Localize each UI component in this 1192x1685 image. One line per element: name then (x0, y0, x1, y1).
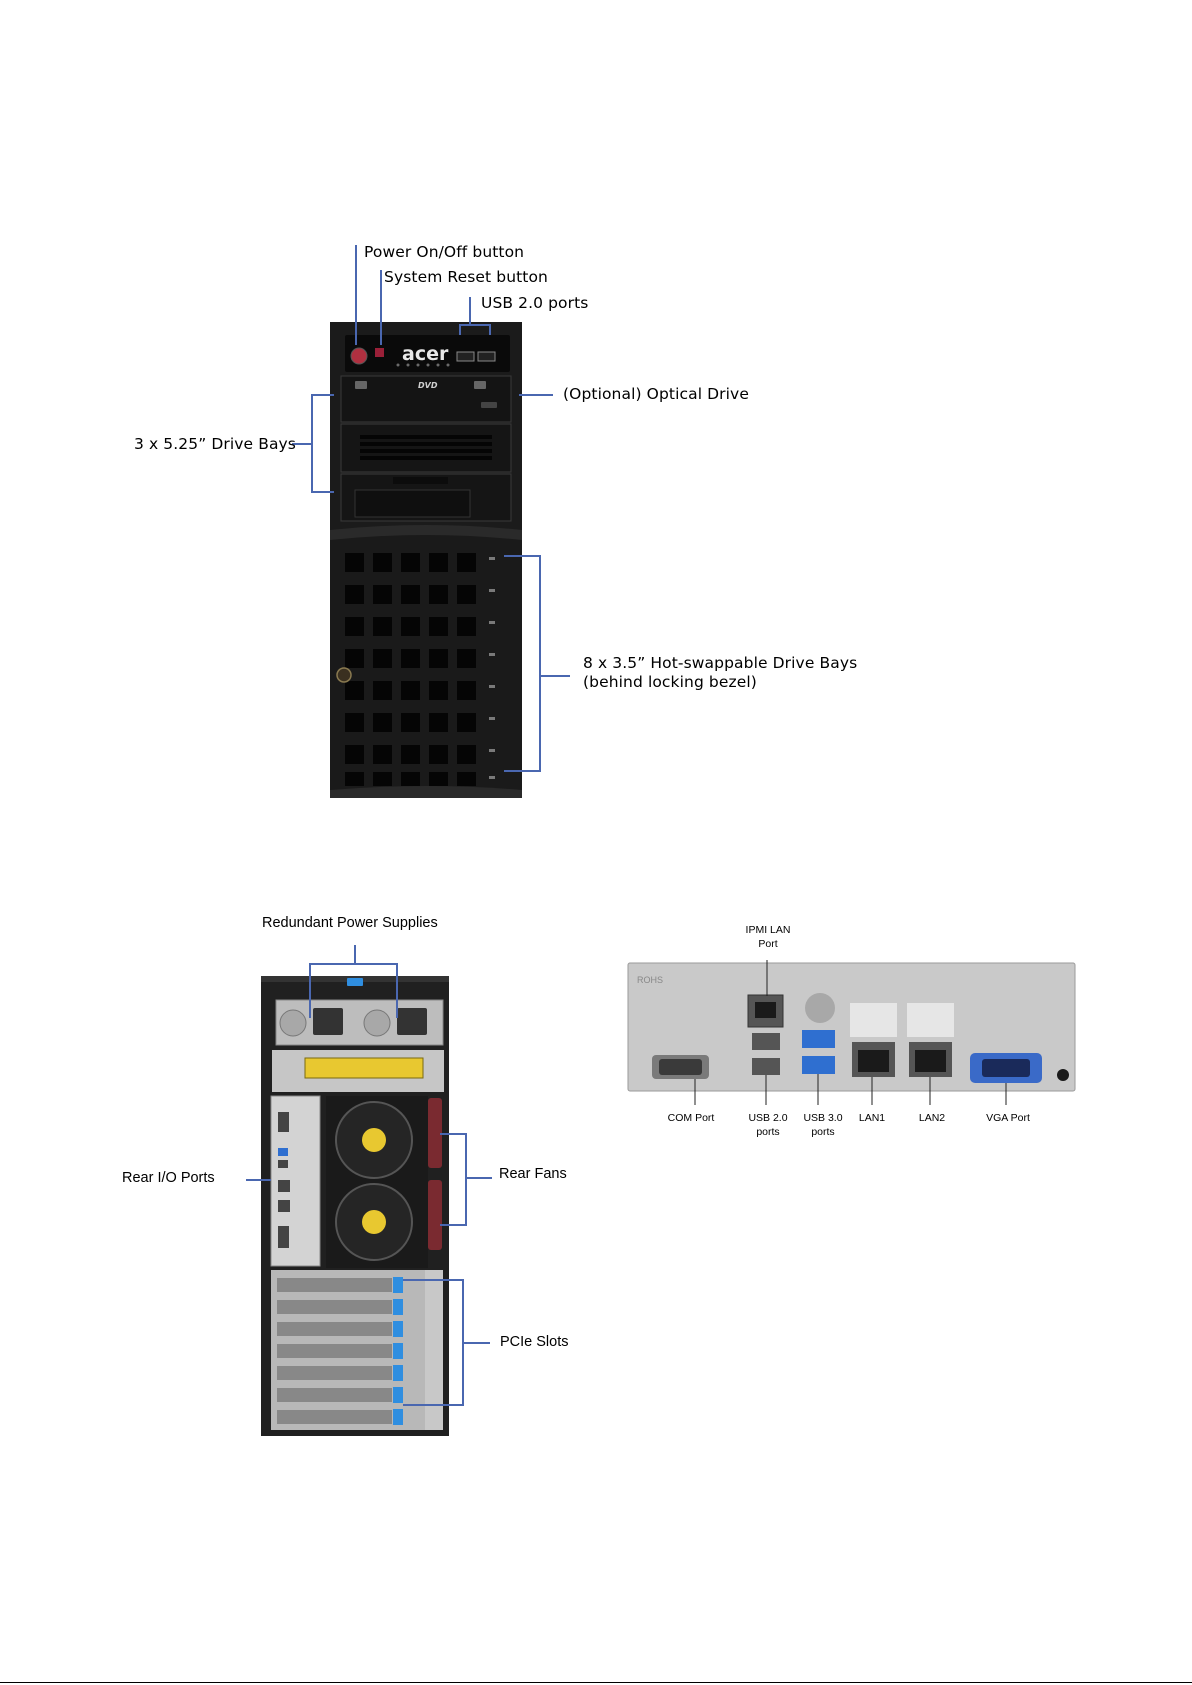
vga-port-label: VGA Port (986, 1112, 1030, 1124)
front-tower: acer DVD (292, 245, 570, 798)
usb3-ports-label: USB 3.0 ports (797, 1111, 849, 1139)
com-port-label: COM Port (667, 1112, 715, 1124)
lan2-label: LAN2 (918, 1112, 946, 1124)
ipmi-lan-label-line1: IPMI LAN (745, 924, 791, 936)
vented-bay (340, 423, 512, 473)
ipmi-lan-label-line2: Port (758, 938, 778, 950)
usb2-label-line1: USB 2.0 (748, 1112, 788, 1124)
usb3-port-icon (802, 1030, 835, 1048)
hotswap-bays-label-line1: 8 x 3.5” Hot-swappable Drive Bays (583, 654, 858, 672)
rear-io-ports-label: Rear I/O Ports (122, 1170, 215, 1186)
hotswap-bays-label-line2: (behind locking bezel) (583, 673, 757, 691)
front-usb-port-1 (456, 351, 475, 362)
drive-bays-525-label: 3 x 5.25” Drive Bays (134, 435, 296, 453)
rear-fan-2 (335, 1183, 413, 1261)
rohs-mark: ROHS (637, 975, 663, 985)
power-button-label: Power On/Off button (364, 243, 525, 261)
rear-tower (246, 945, 492, 1436)
rear-fan-1 (335, 1101, 413, 1179)
reset-button-icon (375, 348, 384, 357)
optical-drive-label: (Optional) Optical Drive (563, 385, 749, 403)
ipmi-lan-label: IPMI LAN Port (738, 923, 798, 951)
front-usb-port-2 (477, 351, 496, 362)
acer-logo: acer (402, 343, 449, 365)
usb2-ports-label: USB 2.0 ports (742, 1111, 794, 1139)
bezel-lock-icon (336, 667, 352, 683)
reset-button-label: System Reset button (384, 268, 548, 286)
drive-led-column (489, 557, 495, 779)
power-button-icon (350, 347, 368, 365)
rear-fans-label: Rear Fans (499, 1166, 567, 1182)
usb2-label-line2: ports (756, 1126, 780, 1138)
lan1-label: LAN1 (858, 1112, 886, 1124)
pcie-slots-label: PCIe Slots (500, 1334, 569, 1350)
io-callout-lines (694, 960, 1007, 1105)
usb2-port-icon (752, 1033, 780, 1050)
usb3-label-line2: ports (811, 1126, 835, 1138)
power-supplies-label: Redundant Power Supplies (262, 915, 438, 931)
front-callout-lines (292, 245, 570, 772)
footer-rule (0, 1682, 1192, 1683)
dvd-logo: DVD (418, 381, 438, 390)
bezel-grille (345, 553, 476, 786)
io-panel: ROHS (627, 960, 1076, 1105)
usb3-label-line1: USB 3.0 (803, 1112, 843, 1124)
rear-callout-lines (246, 945, 492, 1406)
usb-ports-label: USB 2.0 ports (481, 294, 589, 312)
